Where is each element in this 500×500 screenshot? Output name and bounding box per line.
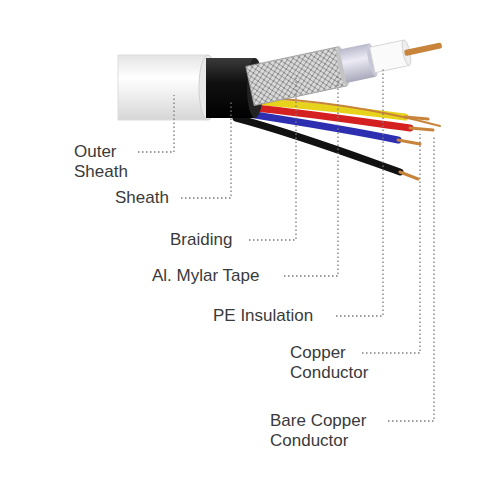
part-label: Bare Copper Conductor	[270, 411, 385, 451]
part-label: Outer Sheath	[74, 142, 140, 182]
leader-lines	[138, 68, 434, 421]
coax-core	[246, 26, 446, 106]
part-label: PE Insulation	[213, 306, 333, 326]
part-label: Copper Conductor	[290, 343, 360, 383]
part-label: Braiding	[170, 230, 246, 250]
part-label: Sheath	[115, 188, 179, 208]
outer-sheath	[118, 55, 208, 120]
part-label: Al. Mylar Tape	[152, 266, 280, 286]
